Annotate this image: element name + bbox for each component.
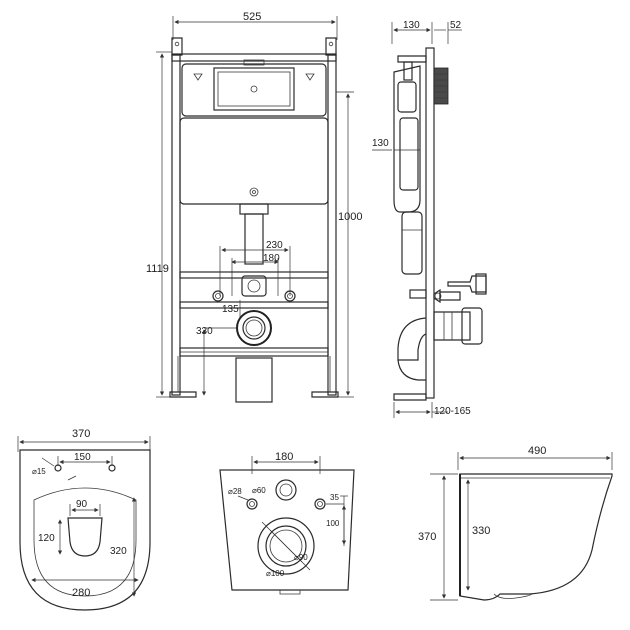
side-wall-plate-label: 52 (450, 20, 462, 31)
frame-side-view: 130 52 130 (372, 20, 487, 418)
back-vertical-offset-label: 100 (326, 519, 340, 528)
frame-height-label: 1000 (338, 211, 362, 223)
bowl-width-label: 370 (72, 428, 90, 440)
bowl-side-view: 490 370 330 (418, 445, 613, 601)
side-base-range-label: 120-165 (434, 406, 471, 417)
side-height-total-label: 370 (418, 531, 436, 543)
bowl-fixing-hole-label: ⌀15 (32, 467, 46, 476)
bowl-fixing-spacing-label: 150 (74, 452, 91, 463)
bowl-depth-label: 320 (110, 546, 127, 557)
back-side-offset-label: 35 (330, 493, 339, 502)
bowl-top-view: 370 150 ⌀15 90 120 320 280 (17, 428, 151, 611)
back-fixing-spacing-label: 180 (275, 451, 293, 463)
side-length-label: 490 (528, 445, 546, 457)
frame-width-label: 525 (243, 11, 261, 23)
pipe-spacing-inner-label: 180 (263, 253, 280, 264)
back-outlet-inner-label: ⌀90 (294, 553, 308, 562)
drain-height-label: 330 (196, 326, 213, 337)
frame-height-total-label: 1119 (146, 263, 169, 275)
pipe-spacing-outer-label: 230 (266, 240, 283, 251)
back-outlet-outer-label: ⌀100 (266, 569, 285, 578)
bowl-seat-length-label: 120 (38, 533, 55, 544)
bowl-base-width-label: 280 (72, 587, 90, 599)
frame-front-view: 525 230 180 (146, 11, 362, 403)
bowl-back-view: 180 ⌀60 ⌀28 35 100 ⌀90 ⌀100 (219, 451, 355, 595)
side-depth-top-label: 130 (403, 20, 420, 31)
back-inlet-label: ⌀60 (252, 486, 266, 495)
side-depth-tank-label: 130 (372, 138, 389, 149)
side-height-rim-label: 330 (472, 525, 490, 537)
back-hole-small-label: ⌀28 (228, 487, 242, 496)
drain-offset-label: 135 (222, 304, 239, 315)
bowl-seat-width-label: 90 (76, 499, 88, 510)
